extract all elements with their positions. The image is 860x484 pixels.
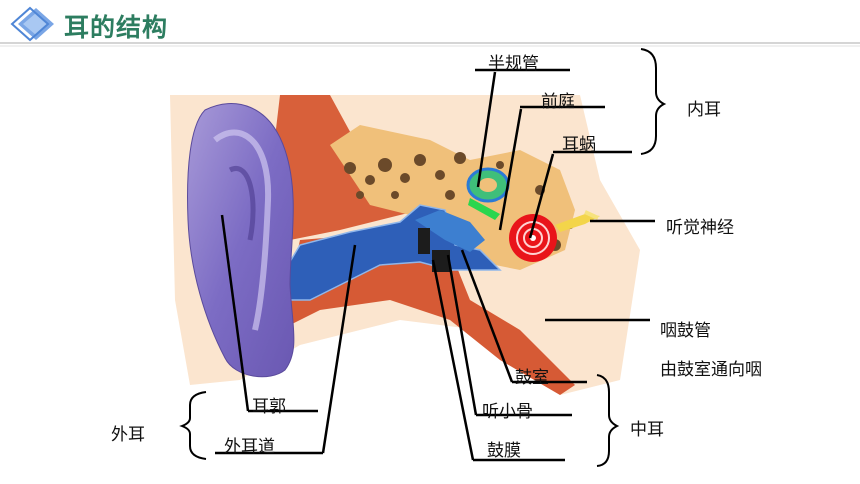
label-eardrum: 鼓膜 bbox=[487, 441, 521, 461]
label-eustachian-desc: 由鼓室通向咽 bbox=[660, 360, 762, 380]
label-semicircular-canals: 半规管 bbox=[488, 54, 539, 74]
label-auricle: 耳郭 bbox=[252, 397, 286, 417]
label-eustachian-tube: 咽鼓管 bbox=[660, 321, 711, 341]
pinna bbox=[187, 103, 295, 378]
diamond-icon bbox=[10, 6, 54, 42]
label-outer-ear: 外耳 bbox=[111, 425, 145, 445]
braces bbox=[179, 48, 667, 467]
cochlea bbox=[509, 214, 557, 262]
semicircular-canals bbox=[466, 167, 510, 220]
label-tympanic-cavity: 鼓室 bbox=[515, 368, 549, 388]
auditory-nerve bbox=[555, 210, 600, 232]
pointer-lines bbox=[215, 68, 655, 462]
label-middle-ear: 中耳 bbox=[630, 420, 664, 440]
label-cochlea: 耳蜗 bbox=[562, 135, 596, 155]
label-ear-canal: 外耳道 bbox=[224, 437, 275, 457]
title-bar: 耳的结构 bbox=[0, 0, 860, 50]
label-ossicles: 听小骨 bbox=[482, 402, 533, 422]
ossicles bbox=[415, 210, 485, 272]
label-auditory-nerve: 听觉神经 bbox=[666, 218, 734, 238]
label-inner-ear: 内耳 bbox=[687, 100, 721, 120]
page-title: 耳的结构 bbox=[64, 13, 169, 42]
label-vestibule: 前庭 bbox=[541, 92, 575, 112]
title-decoration bbox=[0, 6, 860, 47]
